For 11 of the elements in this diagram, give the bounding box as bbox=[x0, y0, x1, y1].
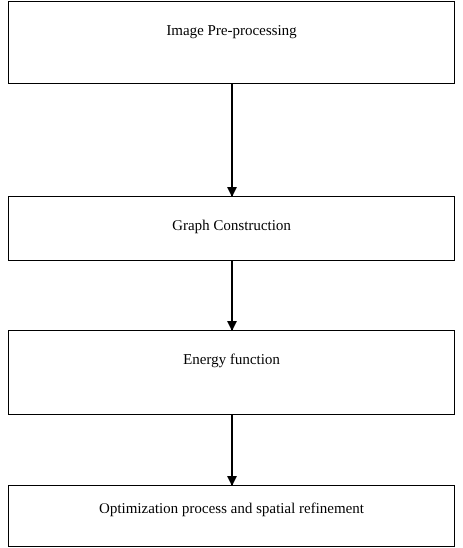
arrow bbox=[227, 84, 237, 197]
box-label: Energy function bbox=[183, 351, 280, 370]
process-box bbox=[8, 485, 455, 547]
box-label: Graph Construction bbox=[172, 217, 291, 236]
box-label: Image Pre-processing bbox=[166, 22, 297, 41]
arrow bbox=[227, 261, 237, 331]
process-box bbox=[8, 1, 455, 84]
arrow bbox=[227, 415, 237, 486]
process-box bbox=[8, 196, 455, 261]
process-box bbox=[8, 330, 455, 415]
box-label: Optimization process and spatial refinement bbox=[99, 500, 364, 519]
